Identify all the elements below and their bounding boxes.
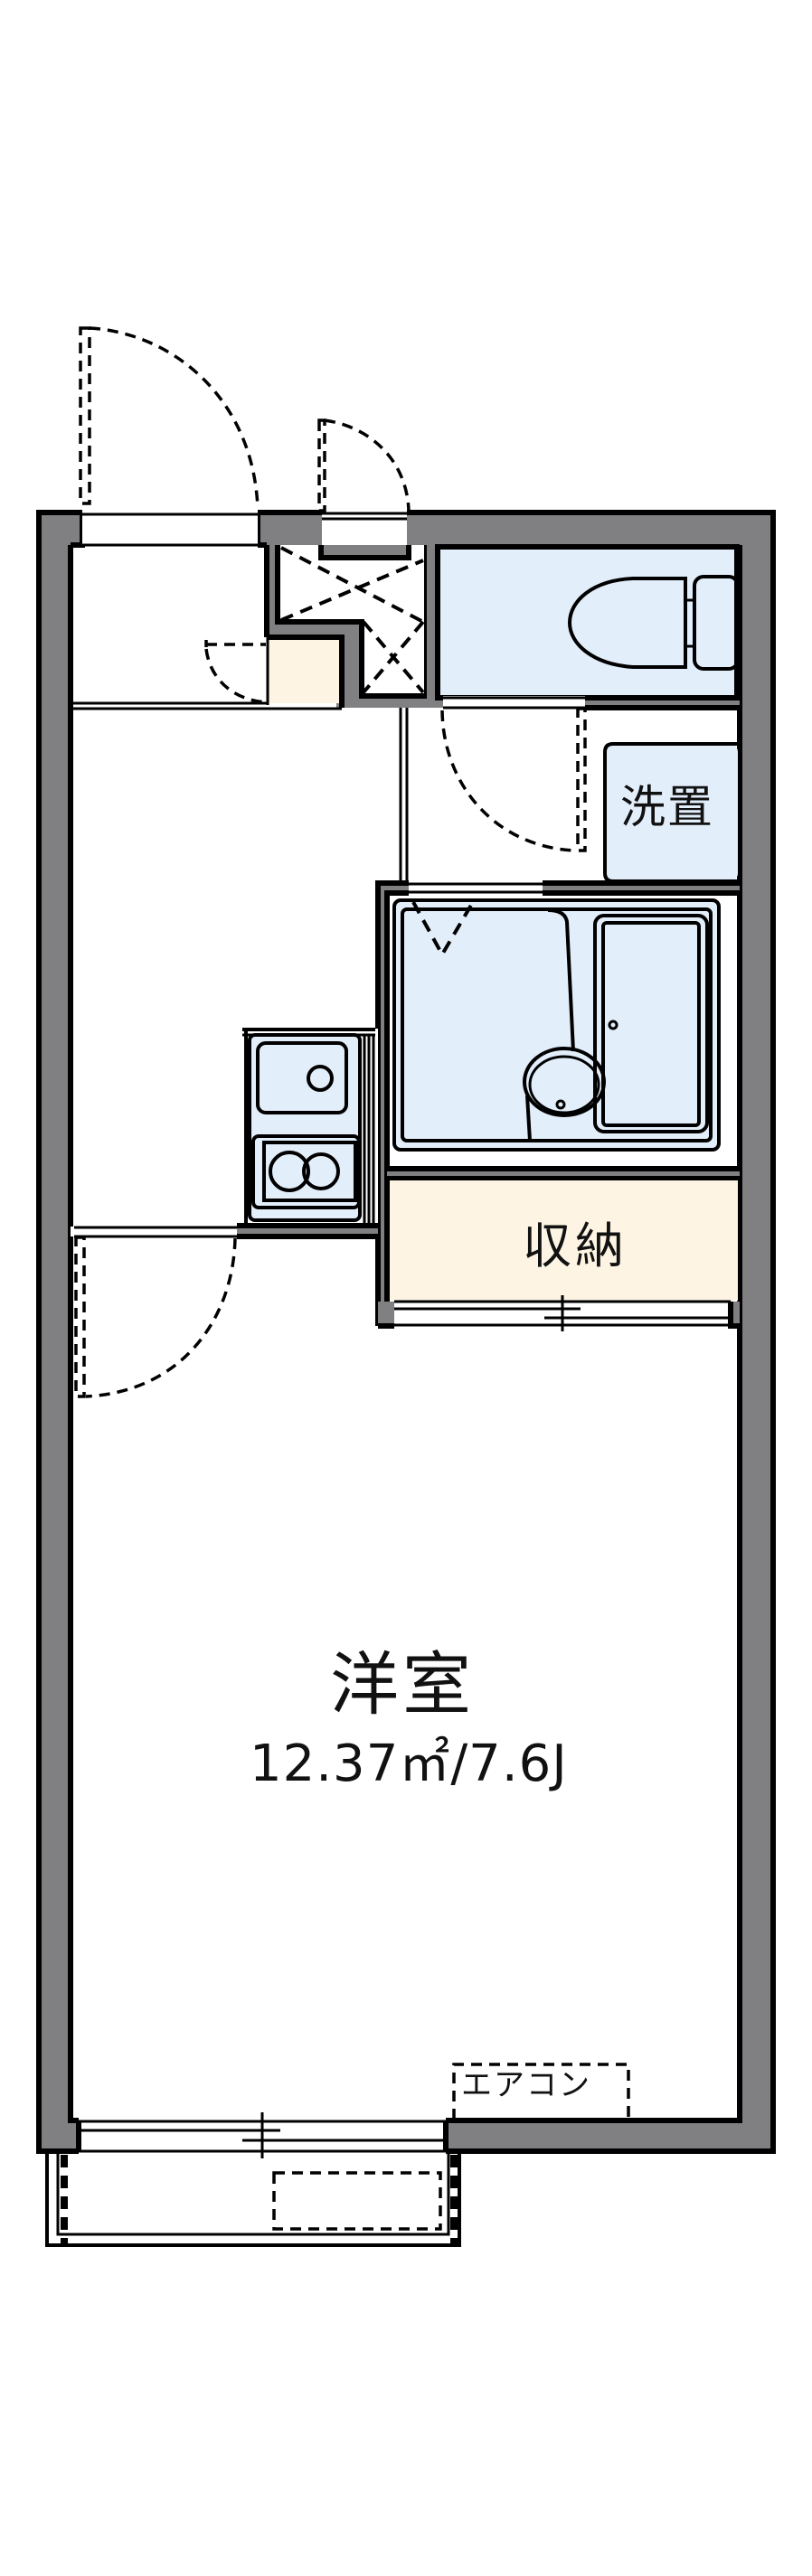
corridor-partition [399,708,409,883]
bathtub-icon [593,914,709,1133]
outdoor-unit-space [272,2171,442,2231]
toilet-door[interactable] [440,696,587,852]
air-conditioner-label: エアコン [461,2067,591,2103]
sink-icon [256,1041,348,1114]
genkan-step [71,701,342,710]
closet-sliding-door[interactable] [378,1295,740,1331]
washer-space-label: 洗置 [620,781,714,833]
unit-bath [375,880,740,1326]
pipe-space [258,542,436,708]
room-door[interactable] [71,1226,237,1398]
balcony [45,2151,461,2247]
room-name-label: 洋室 [330,1644,475,1725]
kitchen-counter [237,1028,378,1239]
storage-label: 収納 [523,1217,628,1274]
balcony-window[interactable] [76,2112,448,2158]
storage-closet [390,1180,738,1301]
toilet-room [427,544,740,708]
room-area-label: 12.37㎡/7.6J [250,1735,568,1793]
meter-box-door[interactable] [317,418,411,550]
toilet-icon [567,575,740,671]
shoe-cabinet [204,635,345,708]
air-conditioner-box [452,2063,630,2120]
stove-icon [251,1134,361,1209]
entrance-door[interactable] [79,326,260,547]
